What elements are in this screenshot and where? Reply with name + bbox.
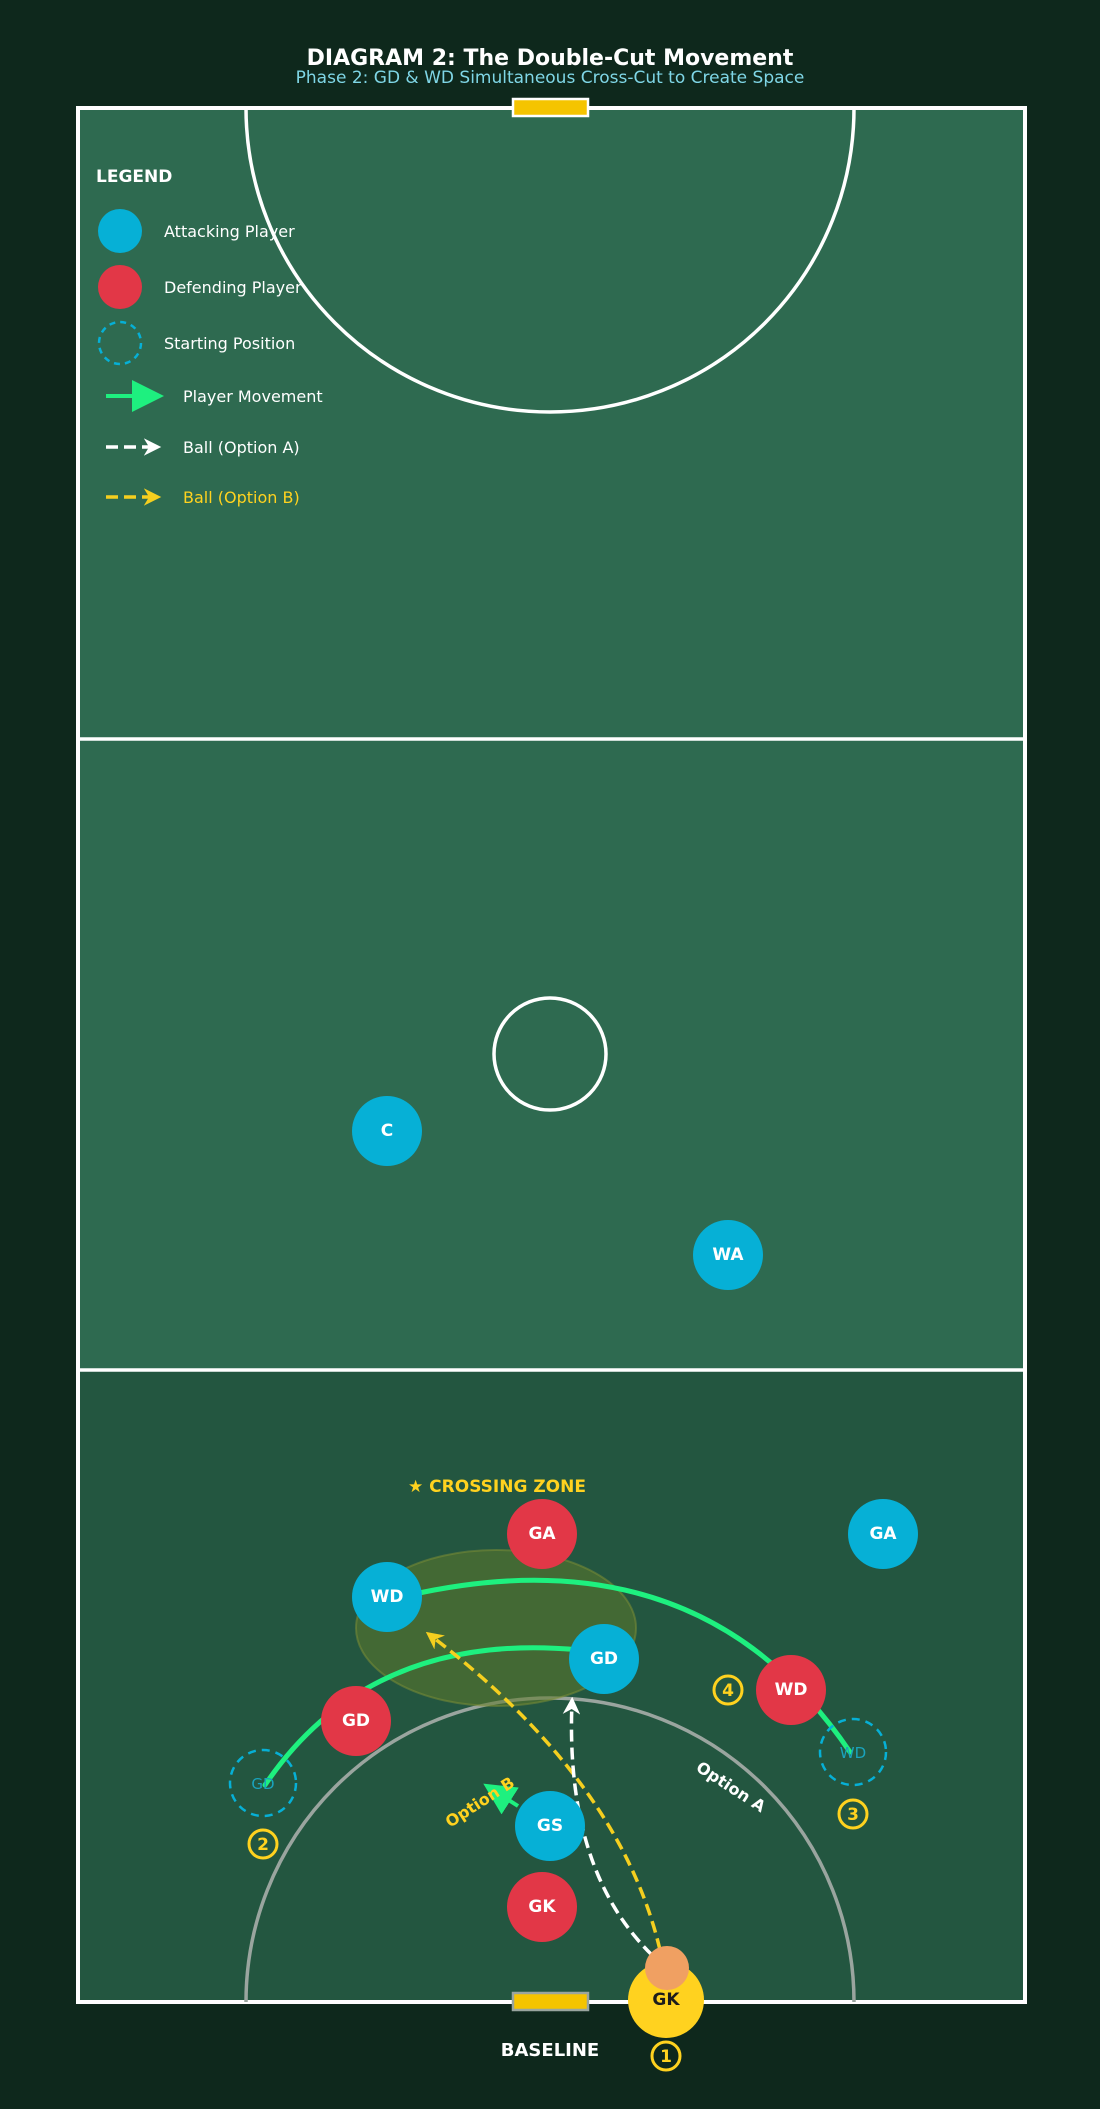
player-gd-defending-label: GD — [342, 1711, 370, 1731]
legend-defending-swatch — [98, 265, 142, 309]
goal-post-bottom — [511, 1991, 590, 2012]
player-gs-attacking: GS — [515, 1791, 585, 1861]
player-gk-defending: GK — [507, 1872, 577, 1942]
goal-post-top — [511, 97, 590, 118]
player-gs-attacking-label: GS — [537, 1816, 563, 1836]
player-wd-attacking-marker — [352, 1562, 422, 1632]
player-ga-defending: GA — [507, 1499, 577, 1569]
diagram-title: DIAGRAM 2: The Double-Cut Movement — [307, 46, 794, 71]
centre-circle — [492, 996, 608, 1112]
player-wd-defending-label: WD — [775, 1680, 808, 1700]
step-marker-1-ring — [650, 2040, 682, 2072]
starting-position-gd-label: GD — [251, 1775, 274, 1793]
legend-ball-a-label: Ball (Option A) — [183, 438, 300, 457]
player-ga-defending-label: GA — [528, 1524, 556, 1544]
player-gd-attacking-marker — [569, 1624, 639, 1694]
step-marker-3-label: 3 — [847, 1805, 859, 1825]
movement-path-gd — [262, 1645, 583, 1788]
player-ga-attacking-marker — [848, 1499, 918, 1569]
baseline-label: BASELINE — [501, 2040, 599, 2061]
player-wa-marker — [693, 1220, 763, 1290]
player-wd-defending: WD — [756, 1655, 826, 1725]
player-gd-attacking: GD — [569, 1624, 639, 1694]
step-marker-4: 4 — [712, 1674, 744, 1706]
court-upper-third — [78, 108, 1025, 739]
court — [76, 97, 1027, 2012]
legend-attacking-label: Attacking Player — [164, 222, 295, 241]
ball — [645, 1946, 689, 1990]
player-gk-ball-carrier-marker — [628, 1962, 704, 2038]
player-wa-label: WA — [712, 1245, 744, 1265]
player-c: C — [352, 1096, 422, 1166]
player-wd-defending-marker — [756, 1655, 826, 1725]
diagram-subtitle: Phase 2: GD & WD Simultaneous Cross-Cut … — [296, 68, 805, 88]
legend-starting-label: Starting Position — [164, 334, 295, 353]
starting-position-wd-label: WD — [840, 1744, 866, 1762]
step-marker-1-label: 1 — [660, 2047, 672, 2067]
step-marker-2: 2 — [247, 1828, 279, 1860]
movement-path-gs — [483, 1783, 520, 1815]
legend-attacking-swatch — [98, 209, 142, 253]
starting-position-wd — [818, 1717, 888, 1787]
player-gk-ball-carrier: GK — [628, 1946, 704, 2038]
step-marker-2-label: 2 — [257, 1835, 269, 1855]
player-gk-defending-label: GK — [528, 1897, 556, 1917]
player-c-label: C — [381, 1121, 393, 1141]
legend: LEGEND Attacking Player Defending Player… — [96, 167, 323, 507]
player-ga-attacking-label: GA — [869, 1524, 897, 1544]
legend-starting-swatch — [97, 320, 143, 366]
step-marker-3: 3 — [837, 1798, 869, 1830]
step-marker-4-label: 4 — [722, 1681, 734, 1701]
player-wd-attacking: WD — [352, 1562, 422, 1632]
step-marker-2-ring — [247, 1828, 279, 1860]
player-gk-ball-carrier-label: GK — [652, 1990, 680, 2010]
player-gd-attacking-label: GD — [590, 1649, 618, 1669]
player-ga-attacking: GA — [848, 1499, 918, 1569]
legend-movement-label: Player Movement — [183, 387, 323, 406]
legend-ball-b-label: Ball (Option B) — [183, 488, 300, 507]
legend-defending-label: Defending Player — [164, 278, 302, 297]
step-marker-3-ring — [837, 1798, 869, 1830]
legend-heading: LEGEND — [96, 167, 172, 187]
step-marker-4-ring — [712, 1674, 744, 1706]
starting-position-gd — [228, 1748, 298, 1818]
player-ga-defending-marker — [507, 1499, 577, 1569]
crossing-zone-label: ★ CROSSING ZONE — [408, 1477, 586, 1497]
player-gd-defending: GD — [321, 1686, 391, 1756]
player-c-marker — [352, 1096, 422, 1166]
player-wa: WA — [693, 1220, 763, 1290]
player-wd-attacking-label: WD — [371, 1587, 404, 1607]
player-gs-attacking-marker — [515, 1791, 585, 1861]
step-marker-1: 1 — [650, 2040, 682, 2072]
crossing-zone — [355, 1549, 637, 1707]
player-gk-defending-marker — [507, 1872, 577, 1942]
player-gd-defending-marker — [321, 1686, 391, 1756]
ball-path-option-b — [425, 1631, 662, 1951]
court-centre-third — [78, 739, 1025, 1370]
goal-circle-top — [244, 107, 856, 414]
